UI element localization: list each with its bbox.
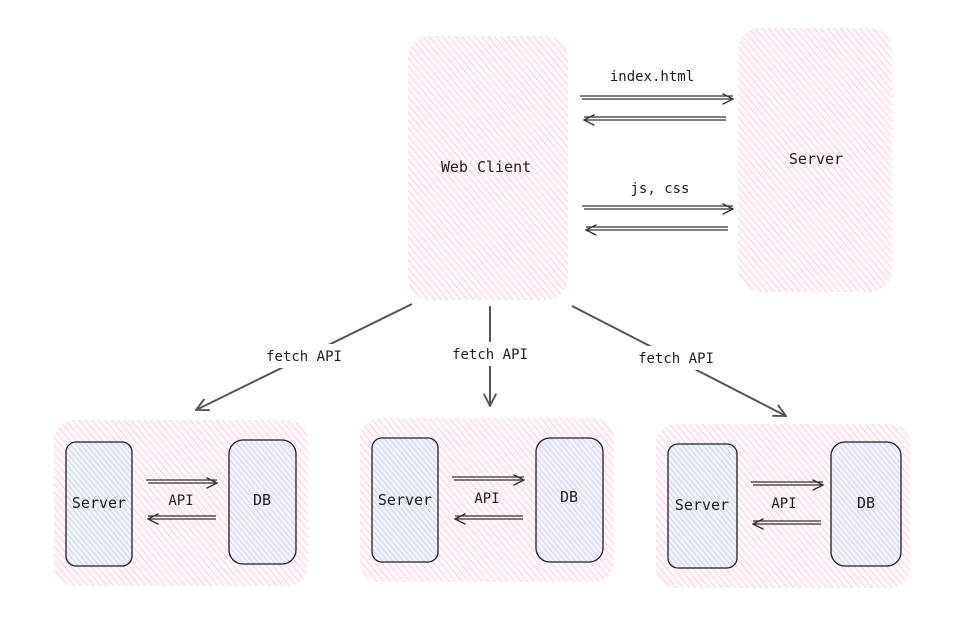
group3-db-label: DB [857, 494, 875, 512]
service-group-1: Server DB API [54, 420, 308, 586]
group3-server-label: Server [675, 496, 729, 514]
service-group-2: Server DB API [360, 418, 614, 582]
assets-label: js, css [630, 181, 689, 197]
top-server-label: Server [789, 150, 843, 168]
fetch-label-left: fetch API [266, 349, 342, 365]
web-client-box: Web Client [408, 36, 568, 300]
group1-server-box: Server [65, 441, 133, 567]
group1-db-label: DB [253, 491, 271, 509]
group1-server-label: Server [72, 494, 126, 512]
fetch-arrow-center: fetch API [444, 306, 536, 406]
group3-api-label: API [771, 496, 796, 512]
service-group-3: Server DB API [656, 424, 910, 588]
group2-db-box: DB [535, 437, 604, 563]
group3-server-box: Server [667, 443, 738, 569]
group3-db-box: DB [830, 441, 902, 567]
group2-server-box: Server [371, 437, 439, 563]
group2-db-label: DB [560, 488, 578, 506]
web-client-label: Web Client [441, 158, 531, 176]
group1-api-label: API [168, 493, 193, 509]
fetch-arrow-left: fetch API [196, 303, 413, 410]
top-server-box: Server [738, 28, 892, 292]
group2-api-label: API [474, 491, 499, 507]
group2-server-label: Server [378, 491, 432, 509]
fetch-label-right: fetch API [638, 351, 714, 367]
fetch-arrow-right: fetch API [571, 305, 786, 416]
group1-db-box: DB [228, 439, 297, 565]
assets-exchange: js, css [582, 181, 733, 230]
index-html-label: index.html [610, 69, 694, 85]
fetch-label-center: fetch API [452, 347, 528, 363]
index-html-exchange: index.html [580, 69, 733, 120]
